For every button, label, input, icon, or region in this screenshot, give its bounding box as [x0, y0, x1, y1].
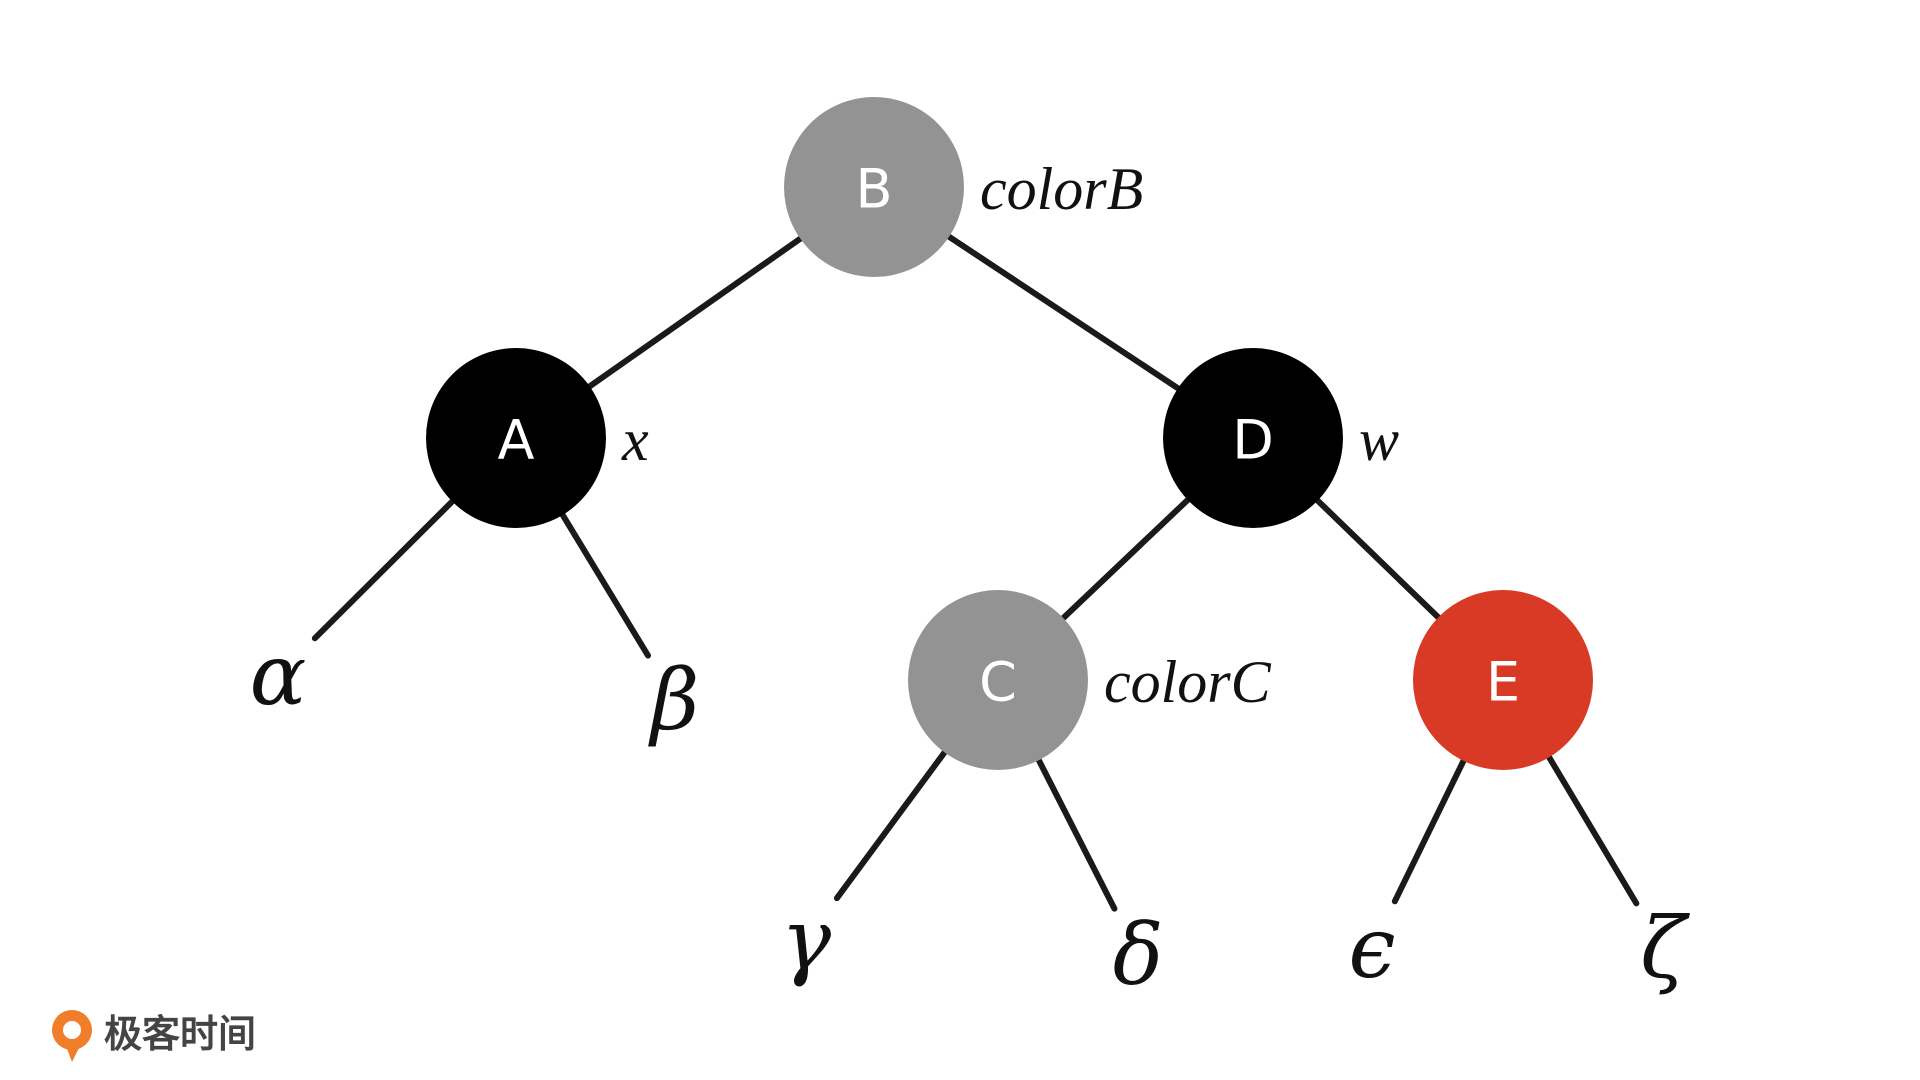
brand-text: 极客时间: [104, 1012, 256, 1056]
edge-A-alpha: [311, 495, 459, 642]
edge-E-epsilon: [1391, 754, 1469, 905]
edges-layer: [311, 231, 1640, 912]
node-circle-C: [908, 590, 1088, 770]
edge-C-delta: [1034, 753, 1118, 912]
edge-B-D: [942, 231, 1185, 394]
node-label-A: A: [498, 409, 535, 472]
edge-D-E: [1311, 494, 1445, 624]
node-tag-B: colorB: [980, 156, 1143, 222]
node-tag-D: w: [1359, 407, 1399, 473]
node-label-C: C: [979, 651, 1017, 714]
edge-D-C: [1057, 494, 1194, 624]
leaves-layer: α β γ δ ϵ ζ: [250, 626, 1691, 1004]
node-circle-E: [1413, 590, 1593, 770]
edge-A-beta: [557, 508, 652, 659]
edge-E-zeta: [1544, 750, 1640, 907]
leaf-delta: δ: [1113, 906, 1164, 1004]
leaf-alpha: α: [250, 626, 307, 724]
leaf-epsilon: ϵ: [1348, 899, 1395, 997]
node-label-D: D: [1232, 409, 1274, 472]
node-circle-A: [426, 348, 606, 528]
brand-logo: 极客时间: [52, 1010, 256, 1062]
node-E: E: [1413, 590, 1593, 770]
node-circle-B: [784, 97, 964, 277]
geektime-logo-icon: [52, 1010, 92, 1062]
edge-B-A: [583, 233, 807, 392]
node-label-B: B: [855, 158, 892, 221]
node-tag-A: x: [621, 407, 649, 473]
node-circle-D: [1163, 348, 1343, 528]
leaf-zeta: ζ: [1640, 899, 1690, 997]
node-label-E: E: [1486, 651, 1520, 714]
leaf-gamma: γ: [781, 891, 832, 989]
edge-C-gamma: [833, 746, 950, 902]
leaf-beta: β: [648, 651, 700, 749]
node-tag-C: colorC: [1104, 649, 1272, 715]
